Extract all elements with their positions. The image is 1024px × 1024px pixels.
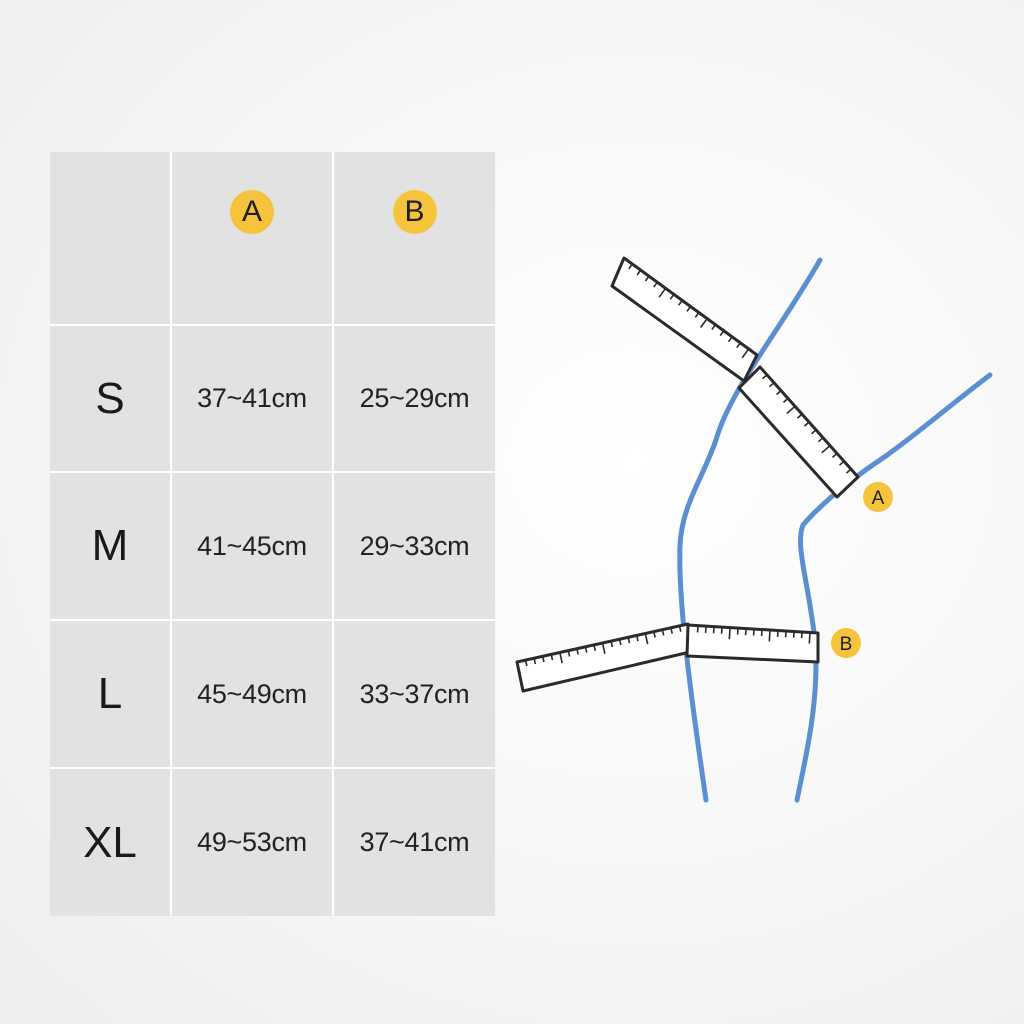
tape-tick xyxy=(711,324,717,330)
size-label: M xyxy=(91,521,129,570)
tape-tick xyxy=(550,654,554,661)
row-size-s: S xyxy=(50,326,170,471)
tape-tick xyxy=(644,275,650,282)
measurement-value: 33~37cm xyxy=(359,678,470,709)
tape-tick xyxy=(786,405,796,415)
row-l-a: 45~49cm xyxy=(172,621,332,767)
column-header-b: B xyxy=(334,152,495,324)
row-m-a: 41~45cm xyxy=(172,473,332,619)
tape-tick xyxy=(576,648,579,655)
leg-outline-back xyxy=(677,257,823,803)
row-s-a: 37~41cm xyxy=(172,326,332,471)
tape-tick xyxy=(719,330,725,337)
tape-tick xyxy=(644,633,649,645)
measurement-value: 37~41cm xyxy=(359,827,470,857)
size-label: L xyxy=(97,669,123,718)
tape-tick xyxy=(768,382,775,388)
leg-outline-front xyxy=(794,372,993,803)
tape-a-outer-segment xyxy=(610,256,759,383)
tape-tick xyxy=(635,635,639,642)
tape-tick xyxy=(567,650,571,657)
tape-tick xyxy=(736,342,742,349)
tape-tick xyxy=(670,627,673,634)
row-size-l: L xyxy=(50,621,170,767)
tape-tick xyxy=(653,281,658,288)
tape-tick xyxy=(658,287,667,298)
measurement-value: 25~29cm xyxy=(359,383,470,413)
tape-tick xyxy=(618,639,622,646)
tape-tick xyxy=(584,646,588,653)
tape-tick xyxy=(661,629,665,636)
tape-b-ticks xyxy=(524,625,811,667)
tape-tick xyxy=(810,429,817,435)
tape-tick xyxy=(768,630,771,642)
tape-a-wrap-segment xyxy=(737,365,860,499)
tape-tick xyxy=(610,640,614,648)
tape-tick xyxy=(727,336,733,343)
marker-a: A xyxy=(863,482,893,512)
tape-tick xyxy=(593,644,597,651)
tape-tick xyxy=(728,628,731,640)
tape-tick xyxy=(803,421,810,427)
column-header-a: A xyxy=(172,152,332,324)
row-size-xl: XL xyxy=(50,769,170,916)
tape-measure-a xyxy=(610,256,860,499)
size-chart-table: A B S 37~41cm 25~29cm M 41~45cm 29~33cm … xyxy=(50,152,495,916)
tape-tick xyxy=(761,374,768,380)
row-s-b: 25~29cm xyxy=(334,326,495,471)
size-label: S xyxy=(95,373,125,423)
tape-tick xyxy=(775,389,782,396)
column-b-badge: B xyxy=(392,190,437,234)
measurement-value: 41~45cm xyxy=(197,530,307,561)
tape-a-ticks xyxy=(628,263,852,474)
tape-tick xyxy=(817,437,824,443)
tape-tick xyxy=(845,468,852,474)
measurement-value: 49~53cm xyxy=(197,827,307,857)
tape-tick xyxy=(677,299,683,306)
tape-tick xyxy=(694,312,700,318)
tape-b-wrap-segment xyxy=(685,623,820,664)
marker-b-circle xyxy=(831,628,861,658)
tape-tick xyxy=(808,632,811,644)
tape-tick xyxy=(678,625,682,632)
marker-a-circle xyxy=(863,482,893,512)
row-size-m: M xyxy=(50,473,170,619)
size-label: XL xyxy=(83,817,137,867)
tape-tick xyxy=(821,444,831,454)
tape-tick xyxy=(782,397,789,403)
tape-tick xyxy=(686,306,692,312)
tape-tick xyxy=(796,413,803,419)
tape-tick xyxy=(601,642,606,654)
tape-tick xyxy=(699,318,708,328)
marker-b-label: B xyxy=(840,634,853,655)
table-corner-cell xyxy=(50,152,170,324)
tape-tick xyxy=(741,348,750,359)
measurement-value: 29~33cm xyxy=(359,530,470,561)
row-xl-a: 49~53cm xyxy=(172,769,332,916)
row-l-b: 33~37cm xyxy=(334,621,495,767)
marker-a-label: A xyxy=(872,488,885,509)
row-m-b: 29~33cm xyxy=(334,473,495,619)
tape-tick xyxy=(541,656,545,663)
tape-tick xyxy=(524,659,528,667)
tape-measure-b xyxy=(515,622,820,693)
row-xl-b: 37~41cm xyxy=(334,769,495,916)
tape-tick xyxy=(628,263,633,270)
marker-b: B xyxy=(831,628,861,658)
tape-tick xyxy=(533,658,537,665)
column-a-badge: A xyxy=(230,190,274,234)
tape-tick xyxy=(831,452,838,458)
tape-tick xyxy=(838,460,845,466)
tape-tick xyxy=(627,637,631,644)
tape-tick xyxy=(669,293,675,300)
measurement-value: 45~49cm xyxy=(197,678,307,709)
tape-tick xyxy=(636,269,642,276)
tape-tick xyxy=(559,652,563,664)
measurement-value: 37~41cm xyxy=(197,383,307,413)
tape-tick xyxy=(653,631,656,638)
